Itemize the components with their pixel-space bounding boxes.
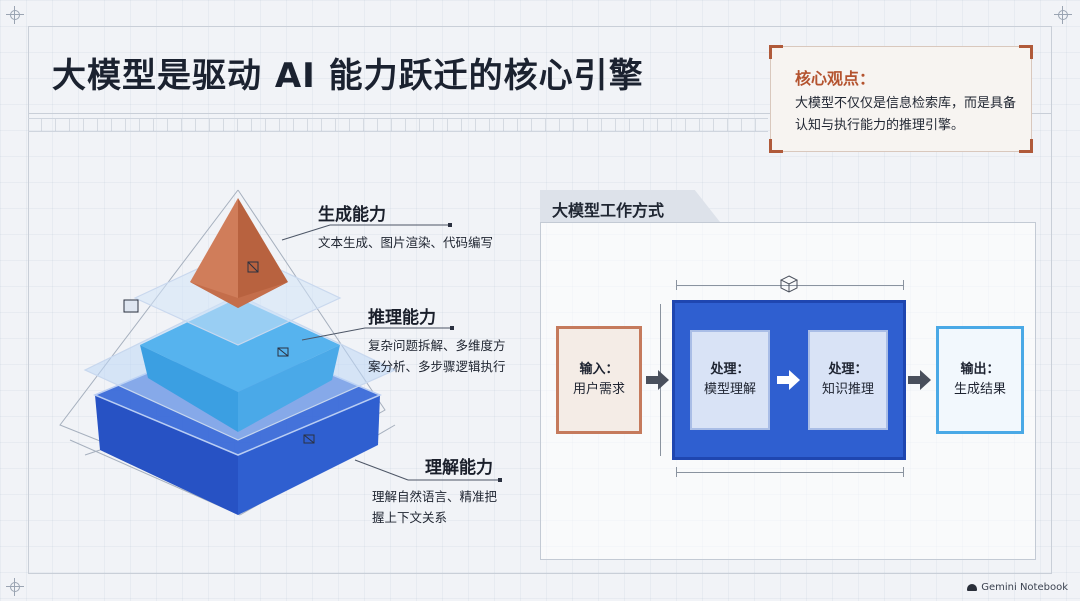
workflow-node-understand: 处理： 模型理解 (690, 330, 770, 430)
slide-frame (28, 26, 1052, 574)
tier-generation (190, 198, 288, 308)
capability-pyramid (59, 189, 502, 516)
workflow-tab-title: 大模型工作方式 (552, 201, 665, 220)
dimension-line (676, 285, 904, 286)
header-band (28, 26, 1052, 114)
brand-watermark: Gemini Notebook (967, 582, 1068, 593)
crosshair-icon (1054, 6, 1072, 24)
workflow-node-input: 输入： 用户需求 (556, 326, 642, 434)
crosshair-icon (6, 578, 24, 596)
level-desc-understanding: 理解自然语言、精准把 握上下文关系 (372, 489, 498, 525)
dimension-line (676, 472, 904, 473)
ruler-strip (28, 118, 768, 132)
workflow-tab (540, 190, 720, 222)
arrow-right-icon (777, 370, 800, 390)
core-viewpoint-heading: 核心观点： (795, 69, 876, 88)
notebook-icon (967, 584, 978, 591)
level-title-reasoning: 推理能力 (368, 308, 436, 328)
core-viewpoint-card: 核心观点： 大模型不仅仅是信息检索库，而是具备认知与执行能力的推理引擎。 (769, 45, 1033, 153)
level-title-generation: 生成能力 (318, 205, 386, 225)
arrow-right-icon (908, 370, 931, 390)
level-desc-reasoning: 复杂问题拆解、多维度方 案分析、多步骤逻辑执行 (368, 338, 506, 374)
cube-icon (780, 275, 798, 293)
level-title-understanding: 理解能力 (425, 458, 493, 478)
crosshair-icon (6, 6, 24, 24)
workflow-node-output: 输出： 生成结果 (936, 326, 1024, 434)
workflow-node-reason: 处理： 知识推理 (808, 330, 888, 430)
arrow-right-icon (646, 370, 669, 390)
page-title: 大模型是驱动 AI 能力跃迁的核心引擎 (52, 56, 644, 96)
level-desc-generation: 文本生成、图片渲染、代码编写 (318, 235, 494, 250)
core-viewpoint-text: 大模型不仅仅是信息检索库，而是具备认知与执行能力的推理引擎。 (795, 96, 1017, 133)
